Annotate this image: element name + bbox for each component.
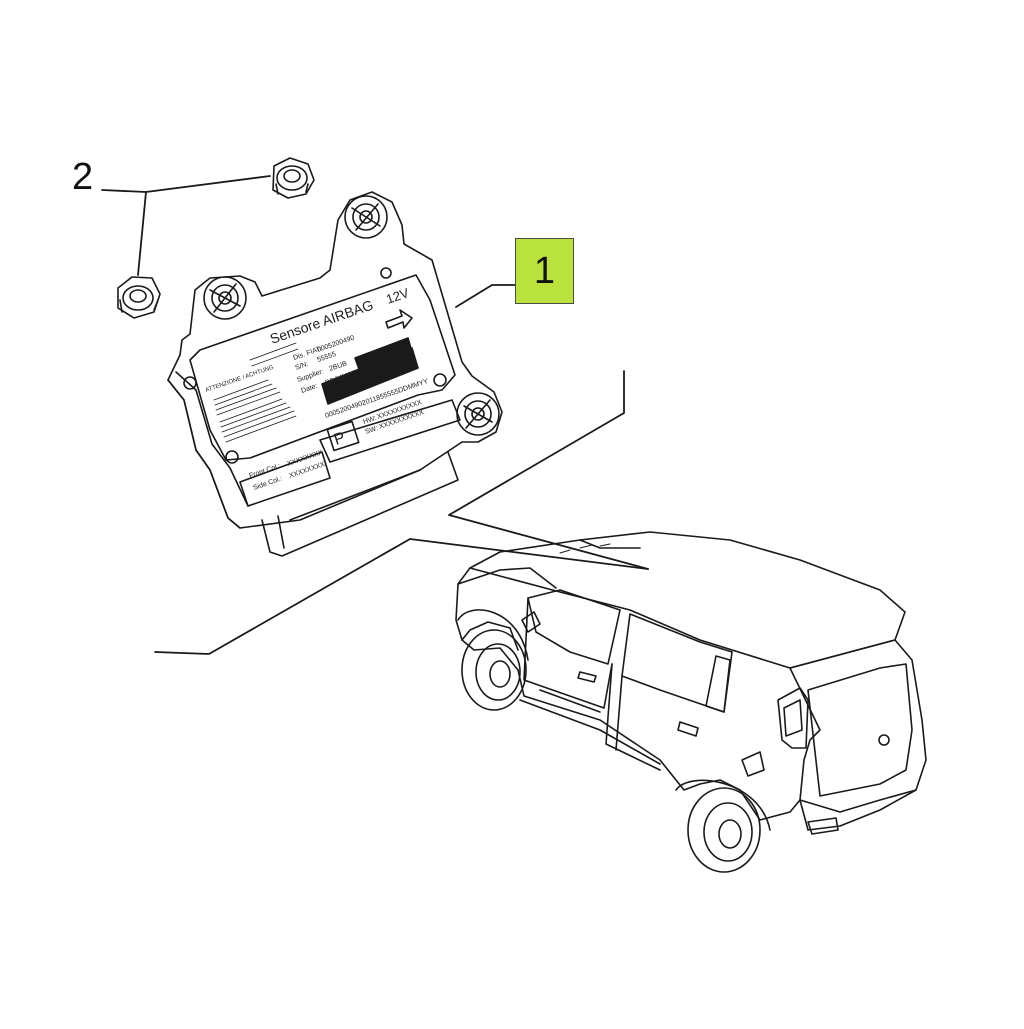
leader-lines <box>101 175 649 655</box>
nut-icon <box>117 276 161 319</box>
callout-1-label: 1 <box>533 250 556 292</box>
wheel <box>687 787 761 873</box>
mounting-ear <box>203 276 247 320</box>
mounting-ear <box>344 195 388 239</box>
dis-fiat-value: 0005200490 <box>316 335 355 354</box>
date-prefix: Date: <box>300 383 318 395</box>
callout-2-label: 2 <box>72 156 94 198</box>
module-label-text: Sensore AIRBAG 12V Dis. FIAT: 0005200490… <box>205 285 430 492</box>
nut-icon <box>272 157 315 199</box>
sn-prefix: S/N: <box>294 361 309 372</box>
barcode <box>321 337 419 405</box>
mounting-ear <box>456 392 500 436</box>
supplier-prefix: Supplier: <box>296 368 324 384</box>
side-col-label: Side Col.: <box>252 475 283 492</box>
warning-heading: ATTENZIONE / ACHTUNG <box>205 365 275 394</box>
hw-label: HW: <box>362 415 377 426</box>
supplier-value: 2BUB <box>328 360 348 373</box>
p-mark: P <box>332 429 347 448</box>
car-illustration <box>455 531 927 873</box>
airbag-control-module <box>167 191 503 557</box>
wheel <box>461 629 527 711</box>
callout-1-box: 1 <box>515 238 574 304</box>
warning-text-lines <box>213 342 299 443</box>
module-voltage: 12V <box>384 285 411 307</box>
sw-label: SW: <box>364 425 379 436</box>
